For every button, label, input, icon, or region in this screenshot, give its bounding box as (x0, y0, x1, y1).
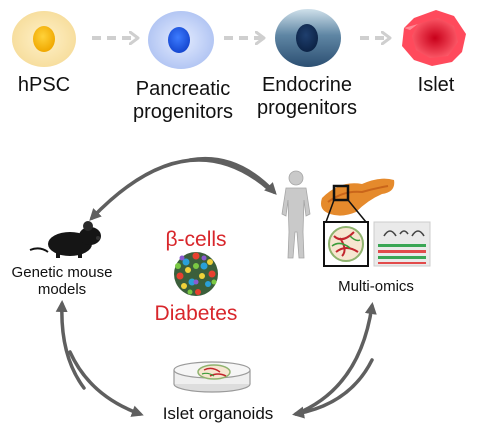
stage-label-islet: Islet (418, 74, 455, 97)
stage-label-line2: progenitors (256, 97, 358, 119)
node-label-mouse: Genetic mouse models (12, 264, 113, 299)
arrow-organoids-right (292, 358, 374, 419)
arrow-omics-bottom (294, 302, 377, 416)
arrow-organoids-left (68, 350, 144, 417)
stage-label-line1: hPSC (17, 74, 71, 96)
stage-label-line1: Pancreatic (135, 78, 231, 100)
stage-label-endocrine: Endocrine progenitors (257, 74, 357, 120)
node-label-line1: Genetic mouse (11, 264, 113, 281)
arrow-mouse-bottom (55, 300, 86, 390)
mouse-icon (29, 221, 101, 258)
cycle-arrows (55, 156, 377, 419)
node-label-organoids: Islet organoids (162, 404, 274, 423)
cell-hpsc-icon (12, 11, 76, 67)
stage-label-hpsc: hPSC (18, 74, 70, 97)
stage-label-line1: Endocrine (261, 74, 353, 96)
arrow-mouse-top (89, 158, 272, 221)
cell-endocrine-icon (275, 9, 341, 67)
islet-icon (402, 10, 466, 66)
stage-label-line1: Islet (417, 74, 455, 96)
petri-dish-icon (173, 361, 251, 393)
omics-plot-icon (373, 221, 431, 267)
stage-label-pancreatic: Pancreatic progenitors (133, 78, 233, 124)
pancreas-icon (321, 178, 395, 223)
islet-cluster-box-icon (323, 221, 369, 267)
node-label-line2: models (37, 281, 87, 299)
cell-pancreatic-icon (148, 11, 214, 69)
center-label-beta-cells: β-cells (165, 228, 227, 251)
human-icon (281, 170, 311, 259)
stage-label-line2: progenitors (132, 101, 234, 123)
arrow-omics-top (188, 156, 277, 195)
center-label-diabetes: Diabetes (154, 302, 238, 325)
cell-cluster-icon (174, 252, 218, 296)
node-label-omics: Multi-omics (338, 278, 414, 295)
